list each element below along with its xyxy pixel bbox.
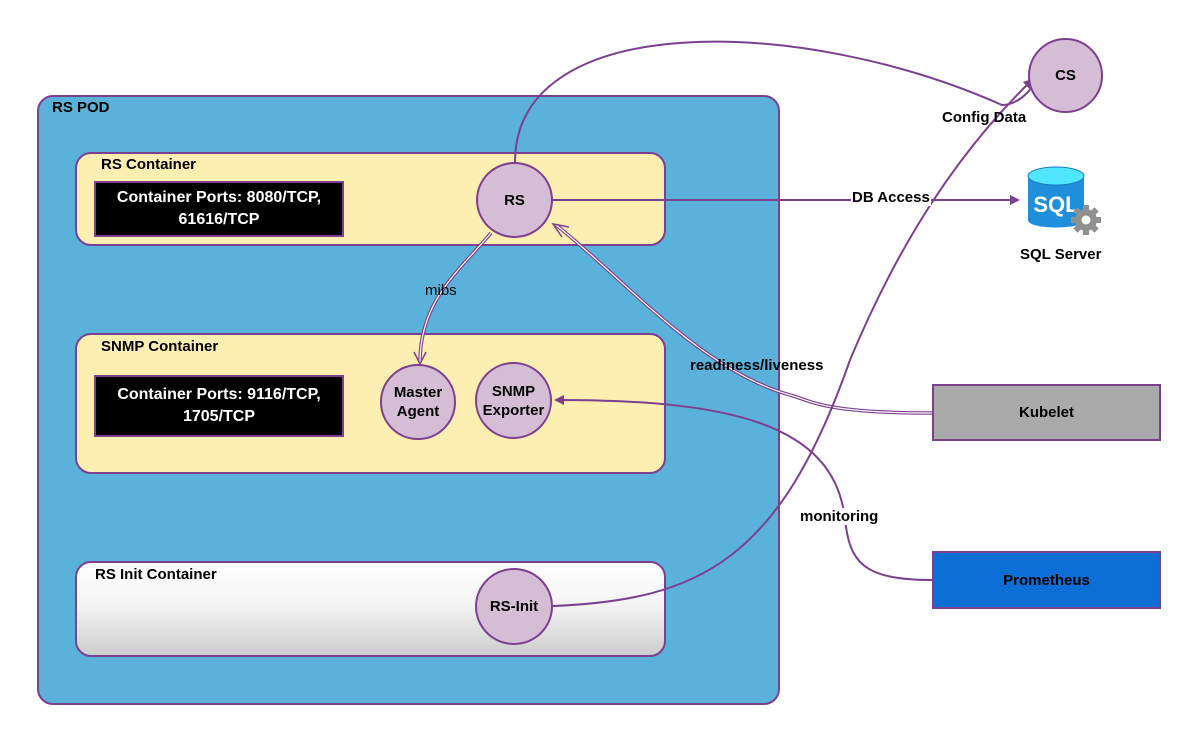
master-agent-node: Master Agent (380, 364, 456, 440)
snmp-ports-line-2: 1705/TCP (182, 408, 256, 425)
rs-node-label: RS (504, 191, 525, 209)
sql-server-icon: SQL (1024, 164, 1104, 240)
rs-init-container-title: RS Init Container (95, 566, 217, 583)
rs-container-ports: Container Ports: 8080/TCP, 61616/TCP (94, 181, 344, 237)
master-agent-line-2: Agent (396, 403, 440, 420)
edge-init-to-cs (552, 78, 1034, 607)
rs-init-node: RS-Init (475, 568, 553, 645)
snmp-exporter-node: SNMP Exporter (475, 362, 552, 439)
db-access-label: DB Access (851, 189, 931, 206)
cs-node: CS (1028, 38, 1103, 113)
snmp-ports-line-1: Container Ports: 9116/TCP, (117, 386, 321, 403)
rs-container-title: RS Container (101, 156, 197, 173)
rs-ports-line-2: 61616/TCP (178, 211, 260, 228)
edge-monitoring (554, 395, 933, 581)
rs-ports-line-1: Container Ports: 8080/TCP, (116, 189, 322, 206)
sql-server-label: SQL Server (1020, 246, 1102, 263)
svg-text:SQL: SQL (1033, 192, 1078, 217)
config-data-label: Config Data (942, 109, 1027, 126)
monitoring-label: monitoring (798, 508, 881, 525)
edge-readiness (554, 223, 933, 415)
snmp-exporter-line-1: SNMP (491, 382, 536, 400)
master-agent-line-1: Master (393, 384, 443, 401)
rs-node: RS (476, 162, 553, 238)
snmp-exporter-line-2: Exporter (482, 401, 545, 419)
mibs-label: mibs (425, 282, 457, 299)
edge-rs-to-cs (514, 40, 1036, 163)
prometheus-label: Prometheus (1003, 571, 1090, 589)
cs-node-label: CS (1055, 67, 1076, 84)
prometheus-box: Prometheus (932, 551, 1161, 609)
kubelet-label: Kubelet (1018, 404, 1074, 421)
kubelet-box: Kubelet (932, 384, 1161, 441)
snmp-container-title: SNMP Container (101, 338, 219, 355)
snmp-container-ports: Container Ports: 9116/TCP, 1705/TCP (94, 375, 344, 437)
rs-init-node-label: RS-Init (489, 598, 539, 615)
readiness-liveness-label: readiness/liveness (690, 357, 824, 374)
rs-init-container (75, 561, 666, 657)
gear-icon (1071, 205, 1101, 235)
rs-pod-title: RS POD (52, 99, 110, 116)
